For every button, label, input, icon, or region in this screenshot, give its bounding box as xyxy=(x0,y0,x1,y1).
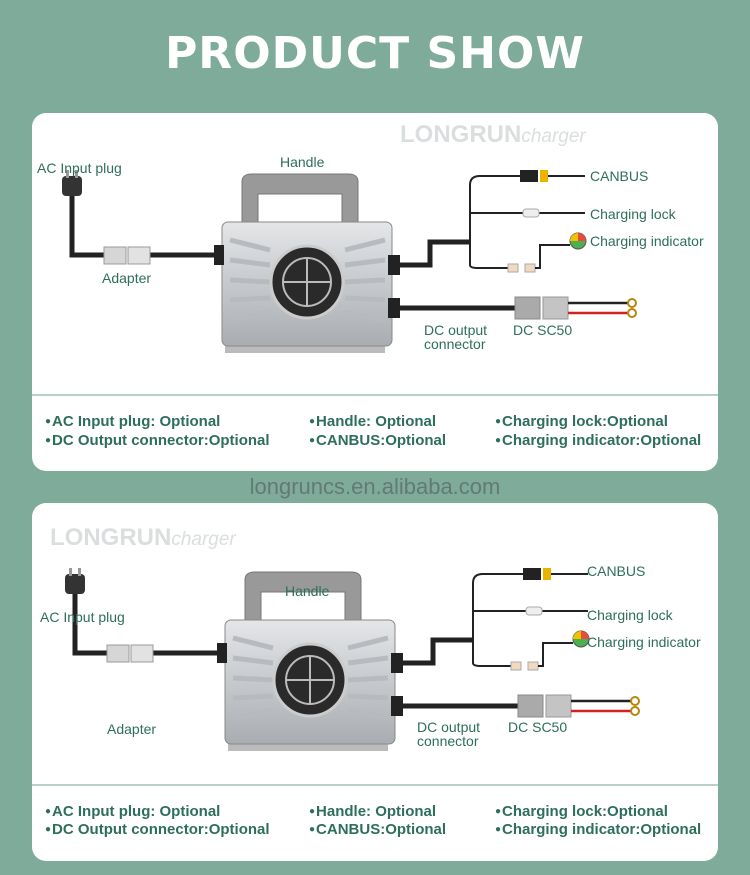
option-item: AC Input plug: Optional xyxy=(45,803,220,820)
option-item: Handle: Optional xyxy=(309,413,436,430)
option-item: AC Input plug: Optional xyxy=(45,413,220,430)
divider xyxy=(32,784,718,786)
label-adapter: Adapter xyxy=(102,270,152,286)
option-item: Charging indicator:Optional xyxy=(495,821,701,838)
option-item: Handle: Optional xyxy=(309,803,436,820)
label-dc-sc50: DC SC50 xyxy=(513,322,573,338)
label-canbus: CANBUS xyxy=(587,563,646,579)
label-charging-lock: Charging lock xyxy=(590,206,676,222)
option-item: Charging indicator:Optional xyxy=(495,432,701,449)
label-dc-output-connector: connector xyxy=(424,336,486,352)
option-item: CANBUS:Optional xyxy=(309,821,446,838)
label-ac-input: AC Input plug xyxy=(37,160,122,176)
label-dc-output: DC output xyxy=(417,719,481,735)
label-canbus: CANBUS xyxy=(590,168,649,184)
label-handle: Handle xyxy=(280,154,325,170)
label-ac-input: AC Input plug xyxy=(40,609,125,625)
label-adapter: Adapter xyxy=(107,721,157,737)
label-charging-indicator: Charging indicator xyxy=(590,233,704,249)
label-handle: Handle xyxy=(285,583,330,599)
divider xyxy=(32,394,718,396)
label-charging-lock: Charging lock xyxy=(587,607,673,623)
option-item: Charging lock:Optional xyxy=(495,413,668,430)
label-dc-output-connector: connector xyxy=(417,733,479,749)
option-item: DC Output connector:Optional xyxy=(45,432,269,449)
option-item: DC Output connector:Optional xyxy=(45,821,269,838)
label-dc-sc50: DC SC50 xyxy=(508,719,568,735)
label-dc-output: DC output xyxy=(424,322,488,338)
option-item: CANBUS:Optional xyxy=(309,432,446,449)
option-item: Charging lock:Optional xyxy=(495,803,668,820)
page-title: PRODUCT SHOW xyxy=(165,28,585,79)
label-charging-indicator: Charging indicator xyxy=(587,634,701,650)
site-watermark: longruncs.en.alibaba.com xyxy=(249,474,501,499)
